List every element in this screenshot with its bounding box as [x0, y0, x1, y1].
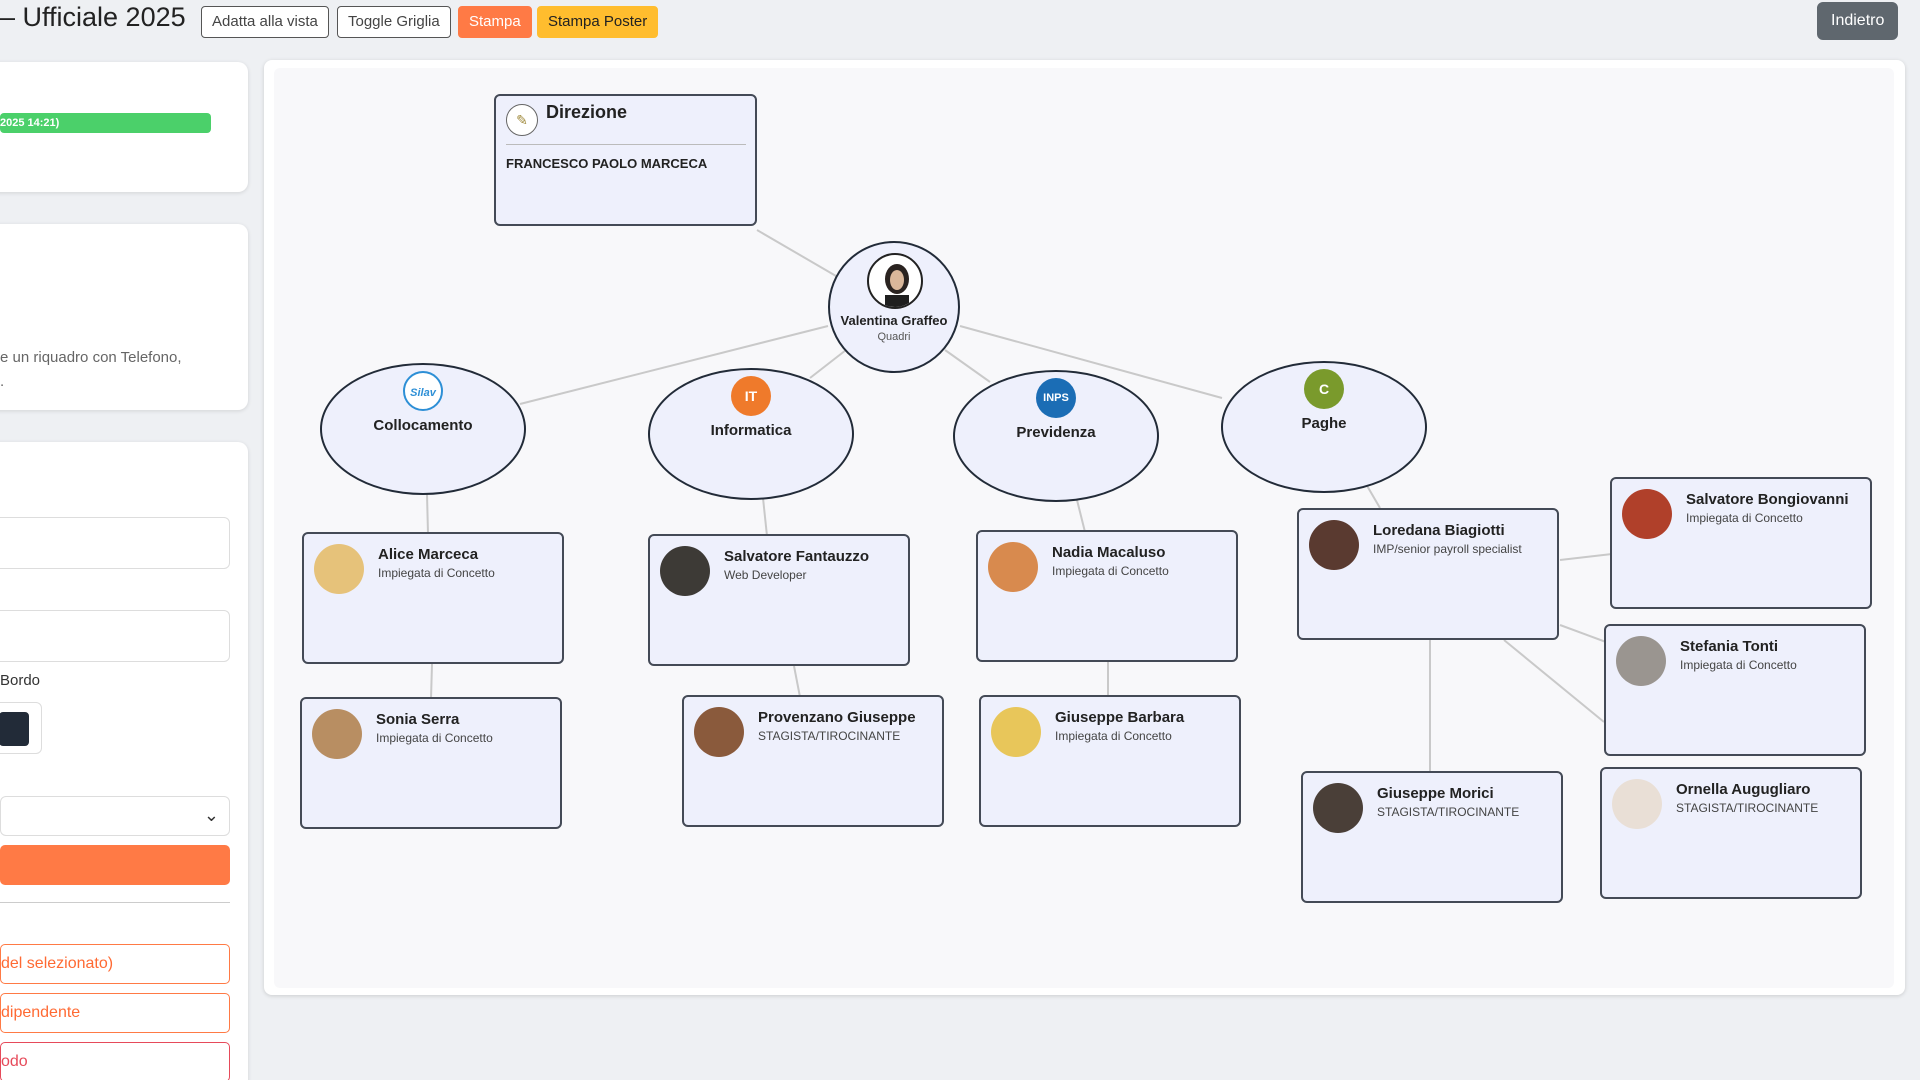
- employee-node[interactable]: Sonia Serra Impiegata di Concetto: [300, 697, 562, 829]
- employee-node[interactable]: Giuseppe Morici STAGISTA/TIROCINANTE: [1301, 771, 1563, 903]
- direction-logo-icon: ✎: [506, 104, 538, 136]
- department-paghe[interactable]: C Paghe: [1221, 361, 1427, 493]
- manager-role: Quadri: [830, 331, 958, 343]
- employee-role: STAGISTA/TIROCINANTE: [1676, 801, 1818, 815]
- direction-divider: [506, 144, 746, 145]
- employee-name: Giuseppe Morici: [1377, 785, 1494, 802]
- avatar: [1622, 489, 1672, 539]
- employee-role: Impiegata di Concetto: [1055, 729, 1172, 743]
- avatar: [694, 707, 744, 757]
- employee-name: Stefania Tonti: [1680, 638, 1778, 655]
- employee-role: Impiegata di Concetto: [1686, 511, 1803, 525]
- avatar: [1313, 783, 1363, 833]
- it-logo-icon: IT: [731, 376, 771, 416]
- employee-role: Impiegata di Concetto: [1680, 658, 1797, 672]
- employee-name: Sonia Serra: [376, 711, 459, 728]
- avatar: [314, 544, 364, 594]
- employee-node[interactable]: Giuseppe Barbara Impiegata di Concetto: [979, 695, 1241, 827]
- employee-role: Impiegata di Concetto: [1052, 564, 1169, 578]
- employee-name: Loredana Biagiotti: [1373, 522, 1505, 539]
- avatar: [867, 253, 923, 309]
- employee-name: Nadia Macaluso: [1052, 544, 1165, 561]
- avatar: [1309, 520, 1359, 570]
- paghe-logo-icon: C: [1304, 369, 1344, 409]
- avatar: [1616, 636, 1666, 686]
- employee-name: Provenzano Giuseppe: [758, 709, 916, 726]
- employee-name: Salvatore Fantauzzo: [724, 548, 869, 565]
- avatar: [991, 707, 1041, 757]
- employee-node[interactable]: Nadia Macaluso Impiegata di Concetto: [976, 530, 1238, 662]
- employee-role: IMP/senior payroll specialist: [1373, 542, 1522, 556]
- direction-person: FRANCESCO PAOLO MARCECA: [506, 156, 707, 171]
- direction-title: Direzione: [546, 102, 627, 123]
- department-informatica[interactable]: IT Informatica: [648, 368, 854, 500]
- employee-node[interactable]: Ornella Augugliaro STAGISTA/TIROCINANTE: [1600, 767, 1862, 899]
- department-collocamento[interactable]: Silav Collocamento: [320, 363, 526, 495]
- employee-role: STAGISTA/TIROCINANTE: [1377, 805, 1519, 819]
- avatar: [312, 709, 362, 759]
- avatar: [660, 546, 710, 596]
- avatar: [1612, 779, 1662, 829]
- employee-name: Salvatore Bongiovanni: [1686, 491, 1849, 508]
- employee-role: Web Developer: [724, 568, 807, 582]
- employee-name: Alice Marceca: [378, 546, 478, 563]
- employee-node[interactable]: Provenzano Giuseppe STAGISTA/TIROCINANTE: [682, 695, 944, 827]
- employee-node[interactable]: Stefania Tonti Impiegata di Concetto: [1604, 624, 1866, 756]
- department-label: Collocamento: [322, 417, 524, 434]
- employee-node[interactable]: Loredana Biagiotti IMP/senior payroll sp…: [1297, 508, 1559, 640]
- employee-role: STAGISTA/TIROCINANTE: [758, 729, 900, 743]
- department-label: Paghe: [1223, 415, 1425, 432]
- employee-node[interactable]: Alice Marceca Impiegata di Concetto: [302, 532, 564, 664]
- department-previdenza[interactable]: INPS Previdenza: [953, 370, 1159, 502]
- employee-name: Giuseppe Barbara: [1055, 709, 1184, 726]
- department-label: Previdenza: [955, 424, 1157, 441]
- department-label: Informatica: [650, 422, 852, 439]
- avatar: [988, 542, 1038, 592]
- employee-node[interactable]: Salvatore Fantauzzo Web Developer: [648, 534, 910, 666]
- direction-node[interactable]: ✎ Direzione FRANCESCO PAOLO MARCECA: [494, 94, 757, 226]
- employee-role: Impiegata di Concetto: [376, 731, 493, 745]
- employee-node[interactable]: Salvatore Bongiovanni Impiegata di Conce…: [1610, 477, 1872, 609]
- employee-name: Ornella Augugliaro: [1676, 781, 1810, 798]
- employee-role: Impiegata di Concetto: [378, 566, 495, 580]
- inps-logo-icon: INPS: [1036, 378, 1076, 418]
- manager-name: Valentina Graffeo: [830, 313, 958, 328]
- manager-node[interactable]: Valentina Graffeo Quadri: [828, 241, 960, 373]
- silav-logo-icon: Silav: [403, 371, 443, 411]
